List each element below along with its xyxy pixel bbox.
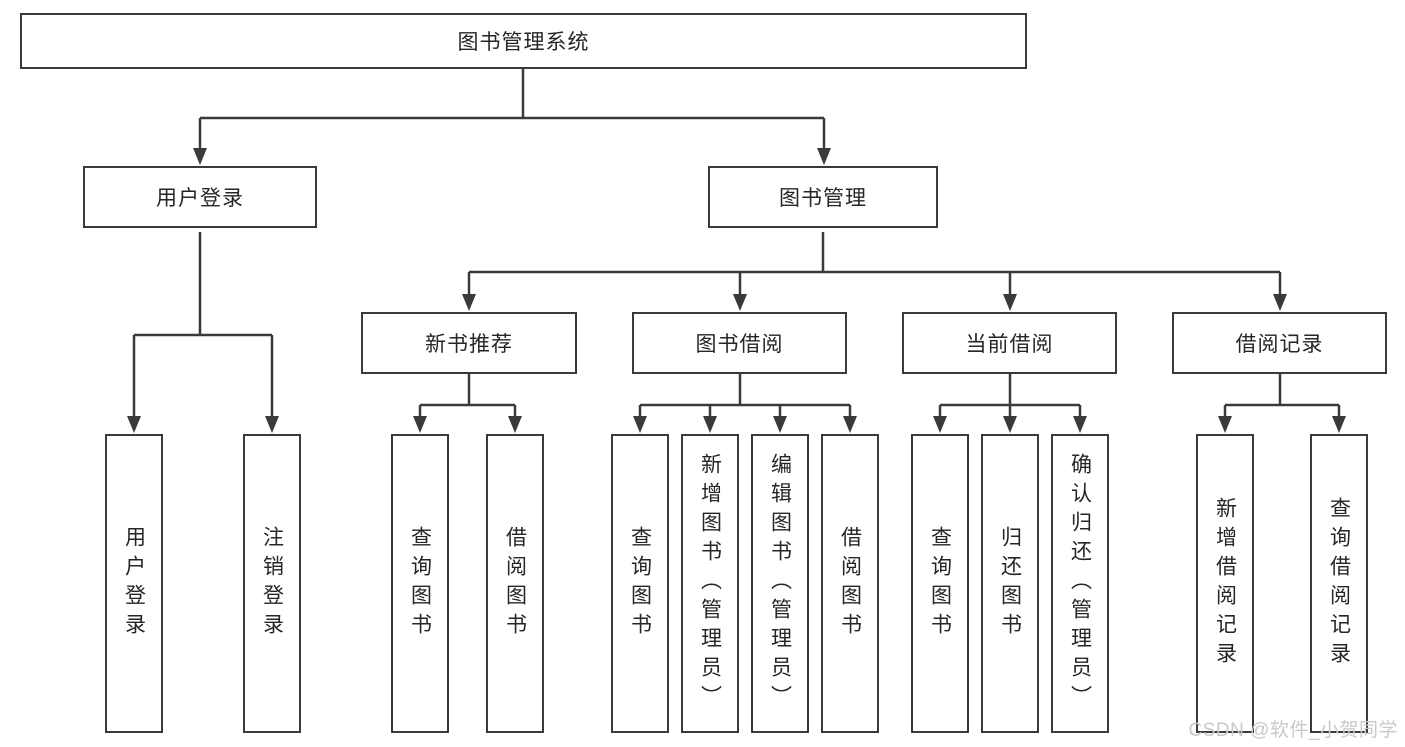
node-edit-books-admin: 编辑图书（管理员） (751, 434, 809, 733)
csdn-watermark: CSDN @软件_小贺同学 (1188, 720, 1398, 741)
node-borrowing-borrow-books: 借阅图书 (821, 434, 879, 733)
node-label: 用户登录 (156, 187, 244, 210)
node-label: 新增图书（管理员） (698, 453, 722, 714)
node-recommend-query-books: 查询图书 (391, 434, 449, 733)
node-system-root: 图书管理系统 (20, 13, 1027, 69)
node-user-login-action: 用户登录 (105, 434, 163, 733)
node-current-borrowing: 当前借阅 (902, 312, 1117, 374)
node-label: 查询图书 (928, 525, 952, 642)
node-label: 新书推荐 (425, 333, 513, 356)
node-label: 查询图书 (628, 525, 652, 642)
node-borrowing-query-books: 查询图书 (611, 434, 669, 733)
node-confirm-return-admin: 确认归还（管理员） (1051, 434, 1109, 733)
node-label: 用户登录 (122, 525, 146, 642)
node-label: 借阅记录 (1235, 333, 1324, 356)
node-label: 查询借阅记录 (1327, 496, 1351, 671)
node-label: 归还图书 (998, 525, 1022, 642)
node-current-query-books: 查询图书 (911, 434, 969, 733)
node-label: 图书借阅 (695, 333, 784, 356)
node-label: 借阅图书 (503, 525, 527, 642)
node-return-books: 归还图书 (981, 434, 1039, 733)
node-query-borrow-record: 查询借阅记录 (1310, 434, 1368, 733)
node-label: 注销登录 (260, 525, 284, 642)
node-label: 当前借阅 (965, 333, 1054, 356)
node-logout-action: 注销登录 (243, 434, 301, 733)
node-book-management: 图书管理 (708, 166, 938, 228)
node-add-books-admin: 新增图书（管理员） (681, 434, 739, 733)
node-label: 借阅图书 (838, 525, 862, 642)
node-recommend-borrow-books: 借阅图书 (486, 434, 544, 733)
node-label: 新增借阅记录 (1213, 496, 1237, 671)
node-label: 查询图书 (408, 525, 432, 642)
node-label: 图书管理系统 (457, 31, 590, 54)
node-borrowing-records: 借阅记录 (1172, 312, 1387, 374)
node-user-login: 用户登录 (83, 166, 317, 228)
node-book-borrowing: 图书借阅 (632, 312, 847, 374)
node-label: 图书管理 (779, 187, 867, 210)
node-label: 确认归还（管理员） (1068, 453, 1092, 714)
node-label: 编辑图书（管理员） (768, 453, 792, 714)
node-new-book-recommendation: 新书推荐 (361, 312, 577, 374)
node-add-borrow-record: 新增借阅记录 (1196, 434, 1254, 733)
